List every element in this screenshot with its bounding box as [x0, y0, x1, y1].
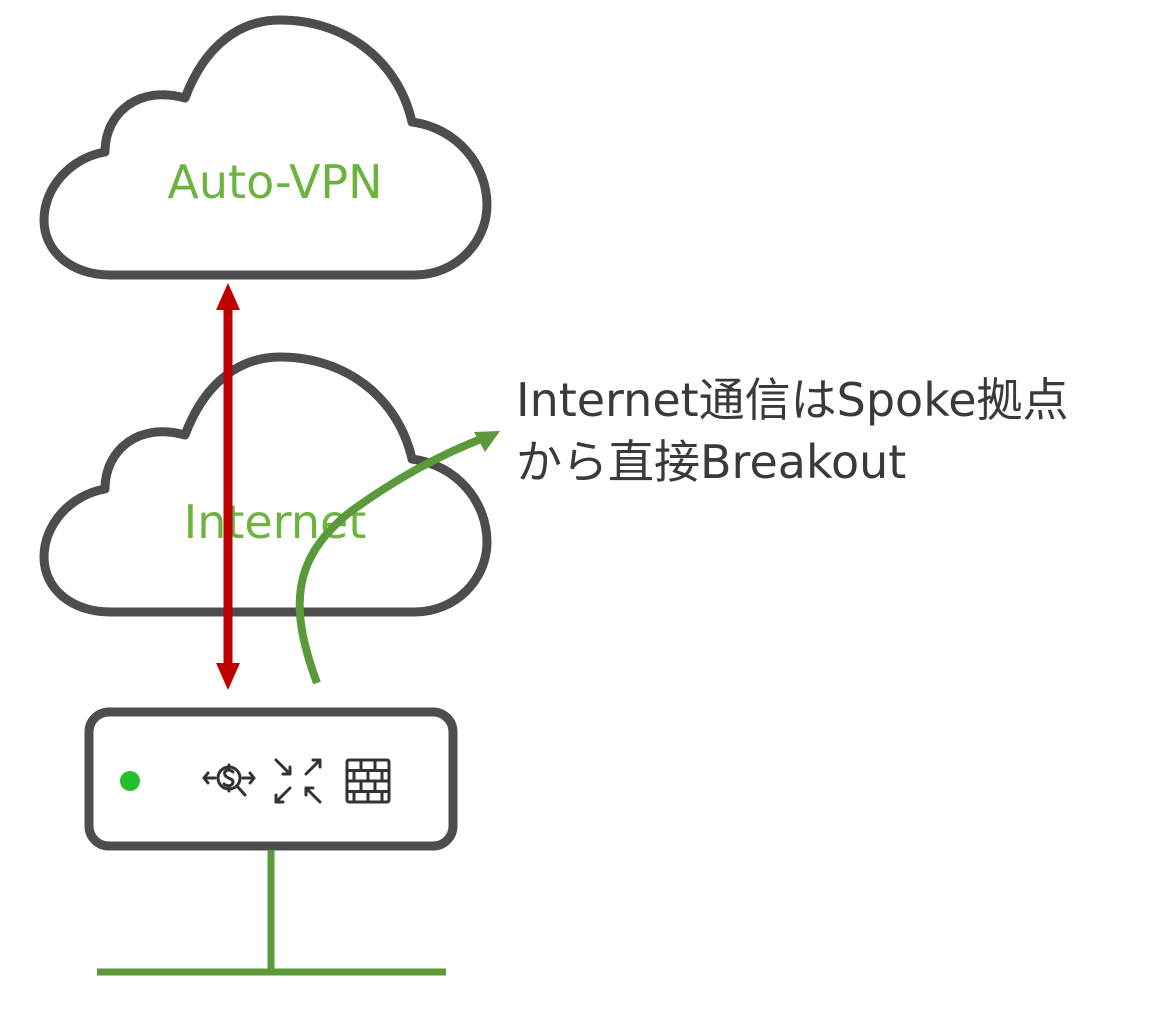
vpn-tunnel-arrow [216, 283, 240, 690]
vpn-routing-icon [202, 763, 256, 797]
auto-vpn-cloud-shape [39, 15, 492, 280]
annotation-line-1: Internet通信はSpoke拠点 [516, 373, 1069, 427]
auto-vpn-label: Auto-VPN [167, 155, 382, 209]
auto-vpn-cloud: Auto-VPN [39, 15, 492, 280]
spoke-appliance [84, 707, 458, 851]
internet-cloud: Internet [39, 352, 492, 617]
vpn-arrowhead-up [216, 283, 240, 310]
status-led [120, 771, 140, 791]
annotation-line-2: から直接Breakout [516, 435, 906, 489]
firewall-icon [345, 758, 391, 804]
lan-segment [97, 850, 446, 976]
appliance-body [84, 707, 458, 851]
wan-optimization-icon [274, 758, 322, 804]
internet-breakout-arrow [295, 431, 500, 685]
vpn-arrowhead-down [216, 663, 240, 690]
breakout-arrowhead [474, 431, 500, 452]
breakout-curve [295, 433, 488, 685]
internet-cloud-shape [39, 352, 492, 617]
